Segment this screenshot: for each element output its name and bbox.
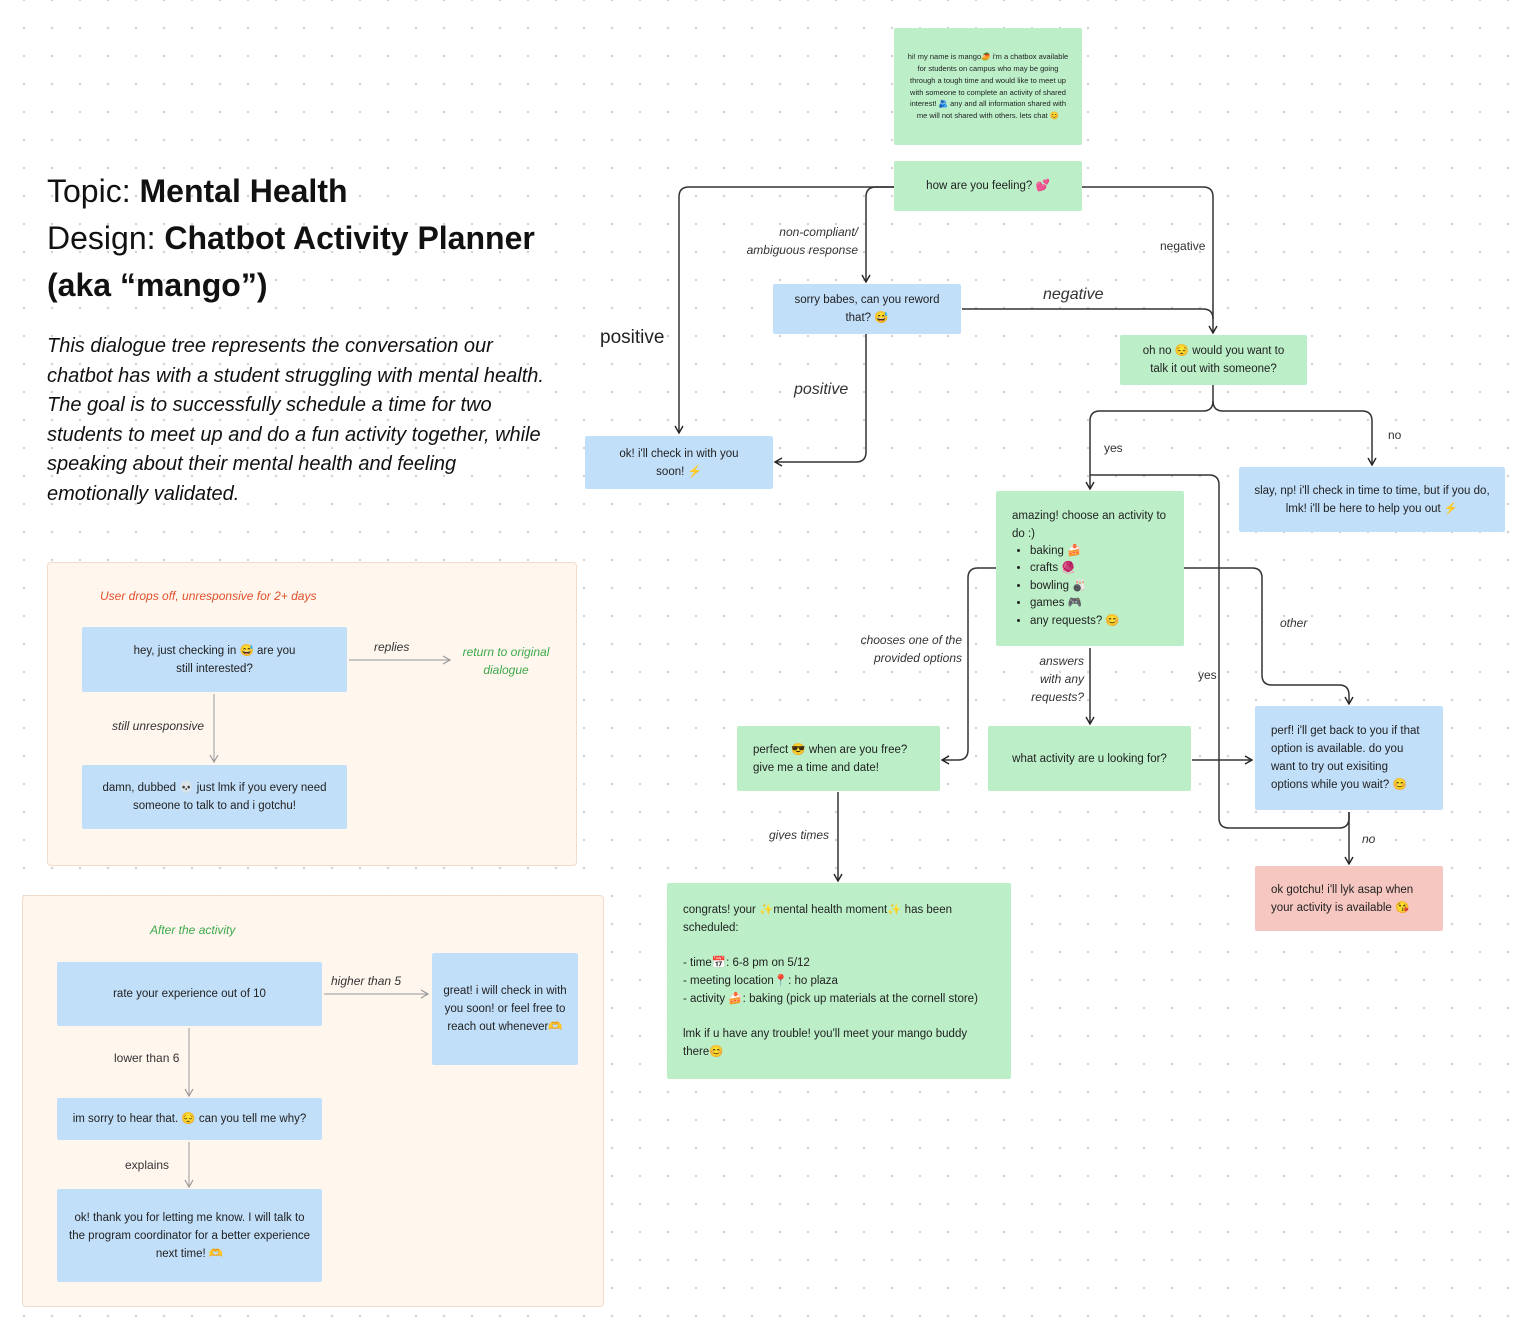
yes-label-1: yes: [1104, 441, 1123, 455]
rate-card[interactable]: rate your experience out of 10: [57, 962, 322, 1026]
gives-times-label: gives times: [769, 828, 830, 842]
non-compliant-label: non-compliant/ ambiguous response: [746, 225, 858, 257]
congrats-card[interactable]: congrats! your ✨mental health moment✨ ha…: [667, 883, 1011, 1079]
activity-list: baking 🍰 crafts 🧶 bowling 🎳 games 🎮 any …: [1012, 543, 1120, 631]
closing-line: lmk if u have any trouble! you'll meet y…: [683, 1028, 968, 1058]
dropoff-heading: User drops off, unresponsive for 2+ days: [100, 589, 317, 603]
return-label: return to original dialogue: [462, 645, 550, 677]
congrats-line: congrats! your ✨mental health moment✨ ha…: [683, 904, 952, 934]
activity-option[interactable]: crafts 🧶: [1030, 560, 1120, 578]
intro-card[interactable]: hi! my name is mango🥭 i'm a chatbox avai…: [894, 28, 1082, 145]
activity-option[interactable]: baking 🍰: [1030, 543, 1120, 561]
higher-label: higher than 5: [331, 974, 402, 988]
positive-label-big: positive: [600, 327, 665, 348]
negative-label-small: negative: [1160, 239, 1206, 253]
answers-label: answers with any requests?: [1031, 654, 1084, 704]
page-title: Topic: Mental Health Design: Chatbot Act…: [47, 173, 535, 303]
chooses-label: chooses one of the provided options: [860, 633, 962, 665]
explains-label: explains: [125, 1158, 170, 1172]
looking-card[interactable]: what activity are u looking for?: [988, 726, 1191, 791]
gotchu-card[interactable]: ok gotchu! i'll lyk asap when your activ…: [1255, 866, 1443, 931]
activity-option[interactable]: any requests? 😊: [1030, 613, 1120, 631]
description: This dialogue tree represents the conver…: [47, 335, 544, 505]
slay-card[interactable]: slay, np! i'll check in time to time, bu…: [1239, 467, 1505, 532]
after-heading: After the activity: [150, 923, 236, 937]
negative-label-big: negative: [1043, 286, 1104, 303]
dubbed-card[interactable]: damn, dubbed 💀 just lmk if you every nee…: [82, 765, 347, 829]
activity-menu-card[interactable]: amazing! choose an activity to do :) bak…: [996, 491, 1184, 646]
replies-label: replies: [374, 640, 410, 654]
other-label: other: [1280, 616, 1308, 630]
activity-option[interactable]: bowling 🎳: [1030, 578, 1120, 596]
oh-no-card[interactable]: oh no 😔 would you want to talk it out wi…: [1120, 335, 1307, 385]
perf-card[interactable]: perf! i'll get back to you if that optio…: [1255, 706, 1443, 810]
activity-intro: amazing! choose an activity to do :): [1012, 509, 1167, 540]
activity-option[interactable]: games 🎮: [1030, 595, 1120, 613]
time-line: - time📅: 6-8 pm on 5/12: [683, 957, 810, 969]
check-in-card[interactable]: hey, just checking in 😅 are you still in…: [82, 627, 347, 692]
no-label-2: no: [1362, 832, 1376, 846]
check-soon-card[interactable]: ok! i'll check in with you soon! ⚡: [585, 436, 773, 489]
reword-card[interactable]: sorry babes, can you reword that? 😅: [773, 284, 961, 334]
yes-label-2: yes: [1198, 668, 1217, 682]
activity-line: - activity 🍰: baking (pick up materials …: [683, 993, 978, 1005]
positive-label-mid: positive: [794, 381, 849, 398]
still-unresponsive-label: still unresponsive: [112, 719, 205, 733]
perfect-card[interactable]: perfect 😎 when are you free? give me a t…: [737, 726, 940, 791]
great-card[interactable]: great! i will check in with you soon! or…: [432, 953, 578, 1065]
lower-label: lower than 6: [114, 1051, 180, 1065]
location-line: - meeting location📍: ho plaza: [683, 975, 838, 987]
sorry-card[interactable]: im sorry to hear that. 😔 can you tell me…: [57, 1098, 322, 1140]
feeling-card[interactable]: how are you feeling? 💕: [894, 161, 1082, 211]
thanks-card[interactable]: ok! thank you for letting me know. I wil…: [57, 1189, 322, 1282]
no-label-1: no: [1388, 428, 1402, 442]
